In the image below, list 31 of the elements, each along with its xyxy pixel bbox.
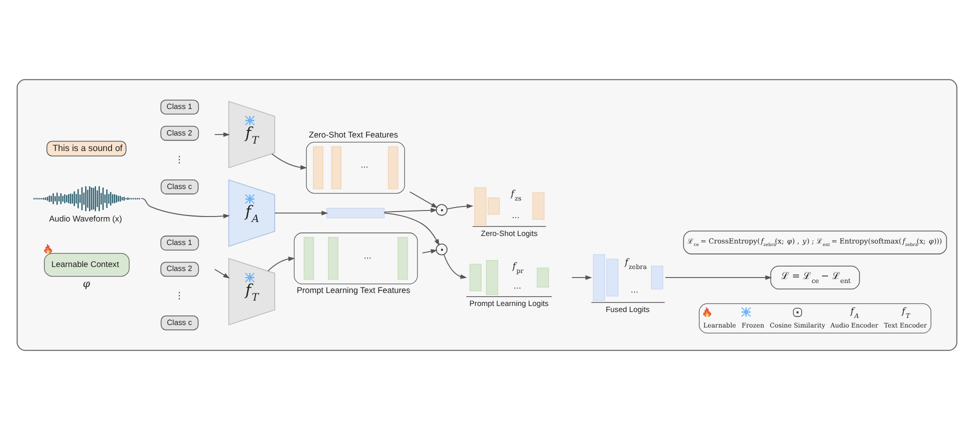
node-box: ℒ = ℒ$_{ce}$ − ℒ$_{ent}$ [770,266,860,290]
node-circle [436,244,448,256]
arrow [384,208,438,213]
arrow [571,275,592,280]
node-label: φ [82,279,90,290]
node-box: f$_{T}$ [228,258,276,326]
node-label: Audio Waveform (x) [49,214,122,224]
label: f$_{T}$ [902,307,910,320]
node-circle [436,204,448,216]
node-box: f$_{A}$ [228,179,276,247]
arrow [384,212,440,246]
arrow [268,256,295,272]
arrow [446,204,474,210]
node-box: f$_{T}$ [228,100,276,168]
label: ⋮ [174,155,184,166]
arrow [140,198,230,218]
node-box: This is a sound of [46,140,126,156]
label: ⋮ [174,291,184,302]
arrow [664,275,772,280]
node-label: Zero-Shot Text Features [308,129,398,140]
arrow [271,153,308,170]
arrow [444,254,467,279]
cluster [16,79,958,351]
arrow [274,210,328,216]
arrow [409,191,438,208]
node-bar [326,208,385,218]
arrow [422,249,438,254]
node-label: Prompt Learning Text Features [296,285,410,296]
arrow [214,268,230,279]
label: f$_{A}$ [850,307,859,320]
arrow [214,132,230,137]
